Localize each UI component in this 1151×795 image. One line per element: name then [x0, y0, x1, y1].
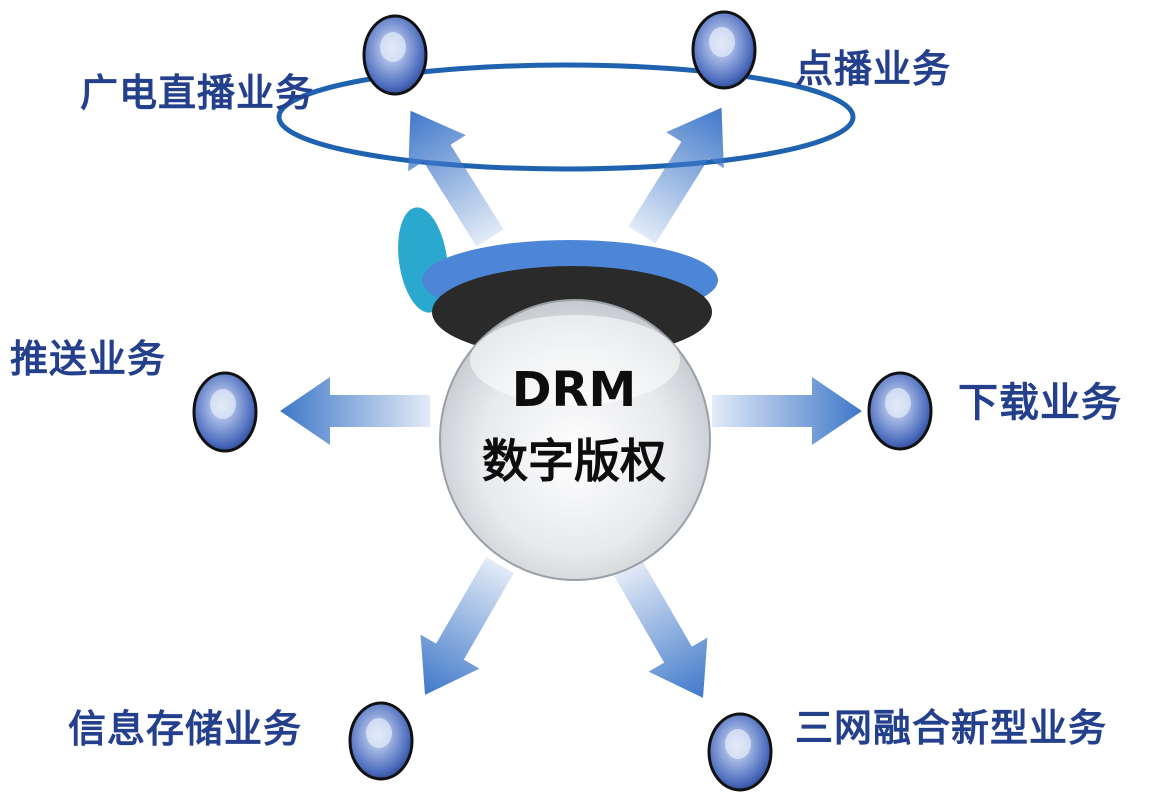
arrow-to-download	[712, 377, 862, 445]
top-ring	[276, 62, 856, 172]
label-vod: 点播业务	[795, 47, 952, 91]
center-title-drm: DRM	[511, 362, 637, 418]
node-download	[867, 371, 933, 451]
node-vod	[691, 10, 757, 90]
label-storage: 信息存储业务	[68, 707, 303, 751]
node-storage	[348, 701, 414, 781]
node-convergence	[707, 712, 773, 792]
node-broadcast	[362, 14, 428, 96]
arrow-to-push	[280, 377, 430, 445]
arrow-to-vod	[628, 107, 724, 244]
arrow-to-broadcast	[408, 110, 504, 247]
node-push	[192, 371, 258, 453]
center-egg-shine	[470, 315, 680, 405]
label-push: 推送业务	[10, 337, 167, 381]
arrow-to-convergence	[614, 560, 708, 698]
label-download: 下载业务	[958, 380, 1122, 426]
arrow-to-storage	[420, 557, 514, 695]
label-broadcast: 广电直播业务	[80, 71, 315, 115]
label-convergence: 三网融合新型业务	[795, 706, 1108, 750]
center-title-copyright: 数字版权	[482, 434, 666, 488]
